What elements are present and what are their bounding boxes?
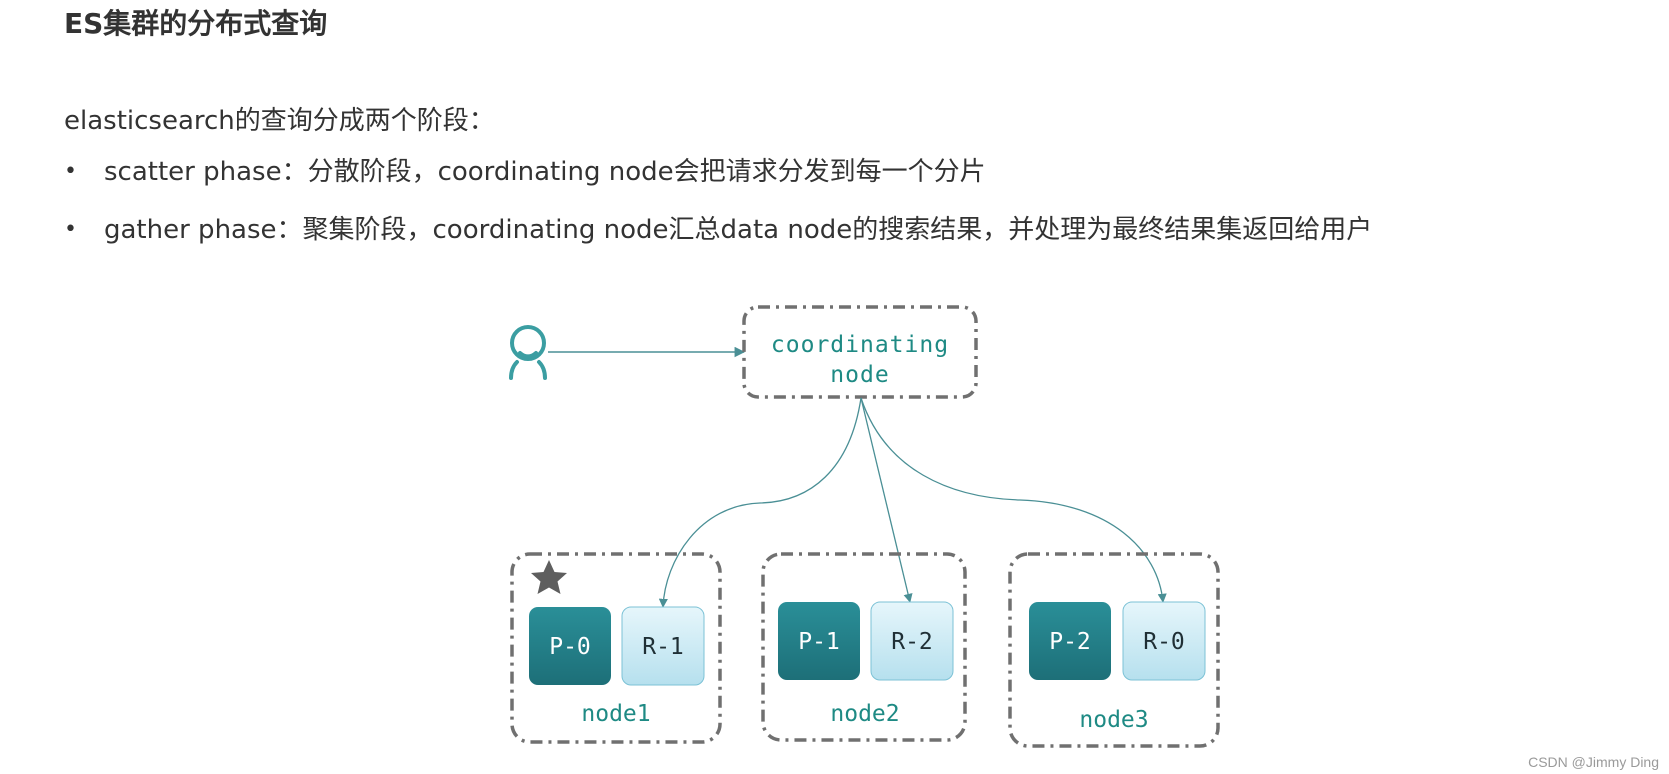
gather-phase-text: gather phase：聚集阶段，coordinating node汇总dat…	[104, 215, 1373, 245]
shard-label: P-1	[798, 629, 840, 655]
data-node-2: P-1 R-2 node2	[761, 552, 967, 742]
shard-label: P-2	[1049, 629, 1091, 655]
node-label: node1	[581, 701, 650, 727]
scatter-arrow-node1	[658, 397, 862, 608]
primary-shard-p2	[1029, 602, 1111, 680]
shard-label: R-1	[642, 634, 684, 660]
node-box	[510, 552, 722, 744]
node-box	[1008, 552, 1220, 748]
list-item: • gather phase：聚集阶段，coordinating node汇总d…	[64, 213, 1372, 271]
data-node-3: P-2 R-0 node3	[1008, 552, 1220, 748]
scatter-phase-text: scatter phase：分散阶段，coordinating node会把请求…	[104, 157, 986, 187]
shard-label: R-2	[891, 629, 933, 655]
replica-shard-r1	[621, 606, 705, 686]
bullet-icon: •	[64, 217, 77, 242]
page-title: ES集群的分布式查询	[64, 7, 328, 40]
star-icon	[531, 560, 567, 594]
coordinating-node-box	[742, 305, 978, 399]
primary-shard-p1	[778, 602, 860, 680]
shard-label: P-0	[549, 634, 591, 660]
data-node-1: P-0 R-1 node1	[510, 552, 722, 744]
coordinating-node-label-2: node	[830, 362, 889, 388]
scatter-arrow-node3	[860, 397, 1167, 603]
node-box	[761, 552, 967, 742]
bullet-icon: •	[64, 159, 77, 184]
primary-shard-p0	[529, 607, 611, 685]
replica-shard-r0	[1122, 601, 1206, 681]
node-label: node2	[830, 701, 899, 727]
list-item: • scatter phase：分散阶段，coordinating node会把…	[64, 155, 1372, 213]
scatter-arrow-node2	[860, 397, 913, 603]
intro-text: elasticsearch的查询分成两个阶段：	[64, 106, 495, 136]
watermark: CSDN @Jimmy Ding	[1528, 754, 1659, 770]
node-label: node3	[1079, 707, 1148, 733]
shard-label: R-0	[1143, 629, 1185, 655]
coordinating-node-label: coordinating	[771, 332, 949, 358]
phase-list: • scatter phase：分散阶段，coordinating node会把…	[64, 155, 1372, 271]
user-icon	[509, 325, 547, 380]
replica-shard-r2	[870, 601, 954, 681]
